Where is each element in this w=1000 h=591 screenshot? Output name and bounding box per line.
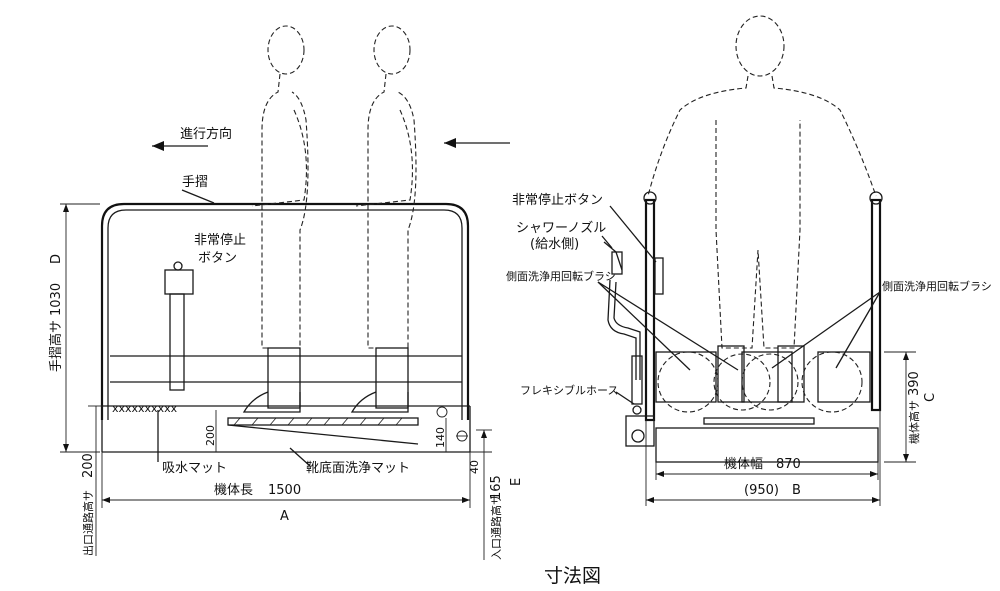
body-height-label: 機体高サ — [907, 400, 921, 444]
handrail-height-letter: D — [49, 254, 64, 264]
stop-button-box — [164, 261, 194, 391]
absorb-mat-hatch: xxxxxxxxxx — [112, 402, 178, 415]
drawing-title: 寸法図 — [544, 565, 601, 587]
handrail — [100, 189, 470, 420]
body-height-dimension — [884, 351, 916, 463]
dim-200-value: 200 — [204, 425, 217, 446]
handrail-height-label: 手摺高サ — [48, 320, 64, 372]
overall-width-dimension — [645, 410, 881, 506]
width-label: 機体幅 — [724, 457, 763, 472]
overall-width-value: (950) — [744, 483, 779, 498]
side-view: 進行方向 手摺 非常停止 ボタン — [48, 25, 524, 560]
dim-140-value: 140 — [434, 427, 447, 448]
stop-button-label-front: 非常停止ボタン — [512, 192, 603, 208]
front-view: 非常停止ボタン シャワーノズル (給水側) 側面洗浄用回転ブラシ 側面洗浄用回転… — [506, 15, 992, 506]
flexible-hose — [607, 279, 643, 415]
direction-arrow-left — [152, 141, 208, 151]
sole-mat — [227, 417, 419, 445]
width-value: 870 — [776, 457, 801, 472]
person-figure-1 — [242, 25, 309, 413]
front-floor-mat — [703, 417, 815, 425]
handrail-height-value: 1030 — [49, 283, 64, 316]
machine-body-side — [101, 355, 471, 453]
body-height-value: 390 — [907, 371, 922, 396]
person-figure-2 — [350, 25, 417, 413]
handrail-label: 手摺 — [182, 175, 208, 190]
exit-height-value: 200 — [81, 453, 96, 478]
front-body — [625, 415, 879, 463]
absorb-mat: xxxxxxxxxx — [112, 402, 178, 415]
direction-arrow-entry — [444, 138, 510, 148]
length-value: 1500 — [268, 483, 301, 498]
length-label: 機体長 — [214, 483, 253, 498]
shower-label: シャワーノズル — [516, 220, 606, 236]
exit-height-dimension — [88, 405, 102, 556]
stop-button-label-1: 非常停止 — [194, 232, 246, 248]
overall-width-letter: B — [792, 483, 801, 498]
flex-hose-label: フレキシブルホース — [520, 383, 618, 397]
exit-height-label: 出口通路高サ — [81, 490, 95, 556]
center-brush-left — [713, 351, 793, 411]
side-brush-left — [655, 351, 719, 413]
entry-height-value: 165 — [489, 475, 504, 500]
shower-nozzle — [603, 241, 623, 275]
body-height-letter: C — [923, 393, 938, 402]
absorb-mat-label: 吸水マット — [162, 461, 227, 476]
front-frame — [643, 191, 883, 422]
center-brush-right — [741, 353, 799, 411]
dim-40-value: 40 — [468, 460, 481, 474]
side-brush-left-label: 側面洗浄用回転ブラシ — [506, 269, 616, 283]
dim-140 — [436, 406, 468, 452]
entry-height-label: 入口通路高サ — [489, 494, 503, 560]
direction-label: 進行方向 — [180, 126, 232, 142]
width-dimension — [655, 462, 879, 480]
shower-sub-label: (給水側) — [530, 237, 579, 252]
side-brush-right — [801, 351, 871, 413]
sole-mat-label: 靴底面洗浄マット — [306, 460, 410, 476]
handrail-height-dimension — [60, 203, 100, 453]
entry-height-dimension — [470, 429, 492, 560]
entry-height-letter: E — [509, 478, 524, 486]
length-dimension — [101, 452, 471, 508]
length-letter: A — [280, 509, 289, 524]
side-brush-right-label: 側面洗浄用回転ブラシ — [882, 279, 992, 293]
person-figure-front — [647, 15, 877, 403]
stop-button-label-2: ボタン — [198, 251, 237, 266]
